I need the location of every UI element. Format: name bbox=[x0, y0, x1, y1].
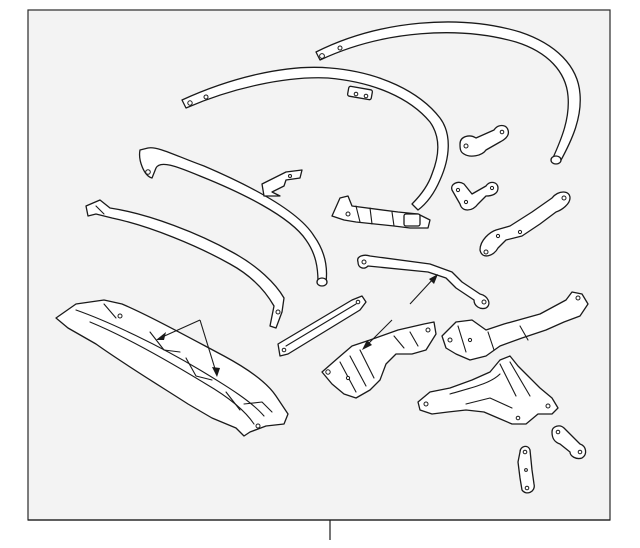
latch-hook bbox=[261, 169, 303, 197]
callout-arrows-left bbox=[156, 319, 220, 377]
strap-bracket bbox=[277, 295, 367, 357]
center-bow bbox=[181, 66, 449, 211]
left-side-rail-hinge bbox=[441, 291, 589, 361]
windshield-header bbox=[55, 299, 289, 437]
lock-actuator bbox=[331, 195, 431, 229]
hinge-link bbox=[479, 191, 571, 257]
small-bracket-b bbox=[517, 445, 535, 494]
rear-bow bbox=[315, 21, 581, 165]
link-arm bbox=[357, 254, 490, 310]
small-bracket-a bbox=[551, 425, 587, 460]
callout-arrow-pillar bbox=[362, 319, 393, 350]
short-link bbox=[459, 124, 510, 157]
front-header-bow bbox=[85, 199, 285, 329]
side-rail-bracket bbox=[451, 181, 499, 211]
callout-arrow-upper bbox=[409, 274, 438, 305]
front-bow bbox=[138, 147, 328, 287]
lower-pivot-bracket bbox=[417, 355, 559, 425]
